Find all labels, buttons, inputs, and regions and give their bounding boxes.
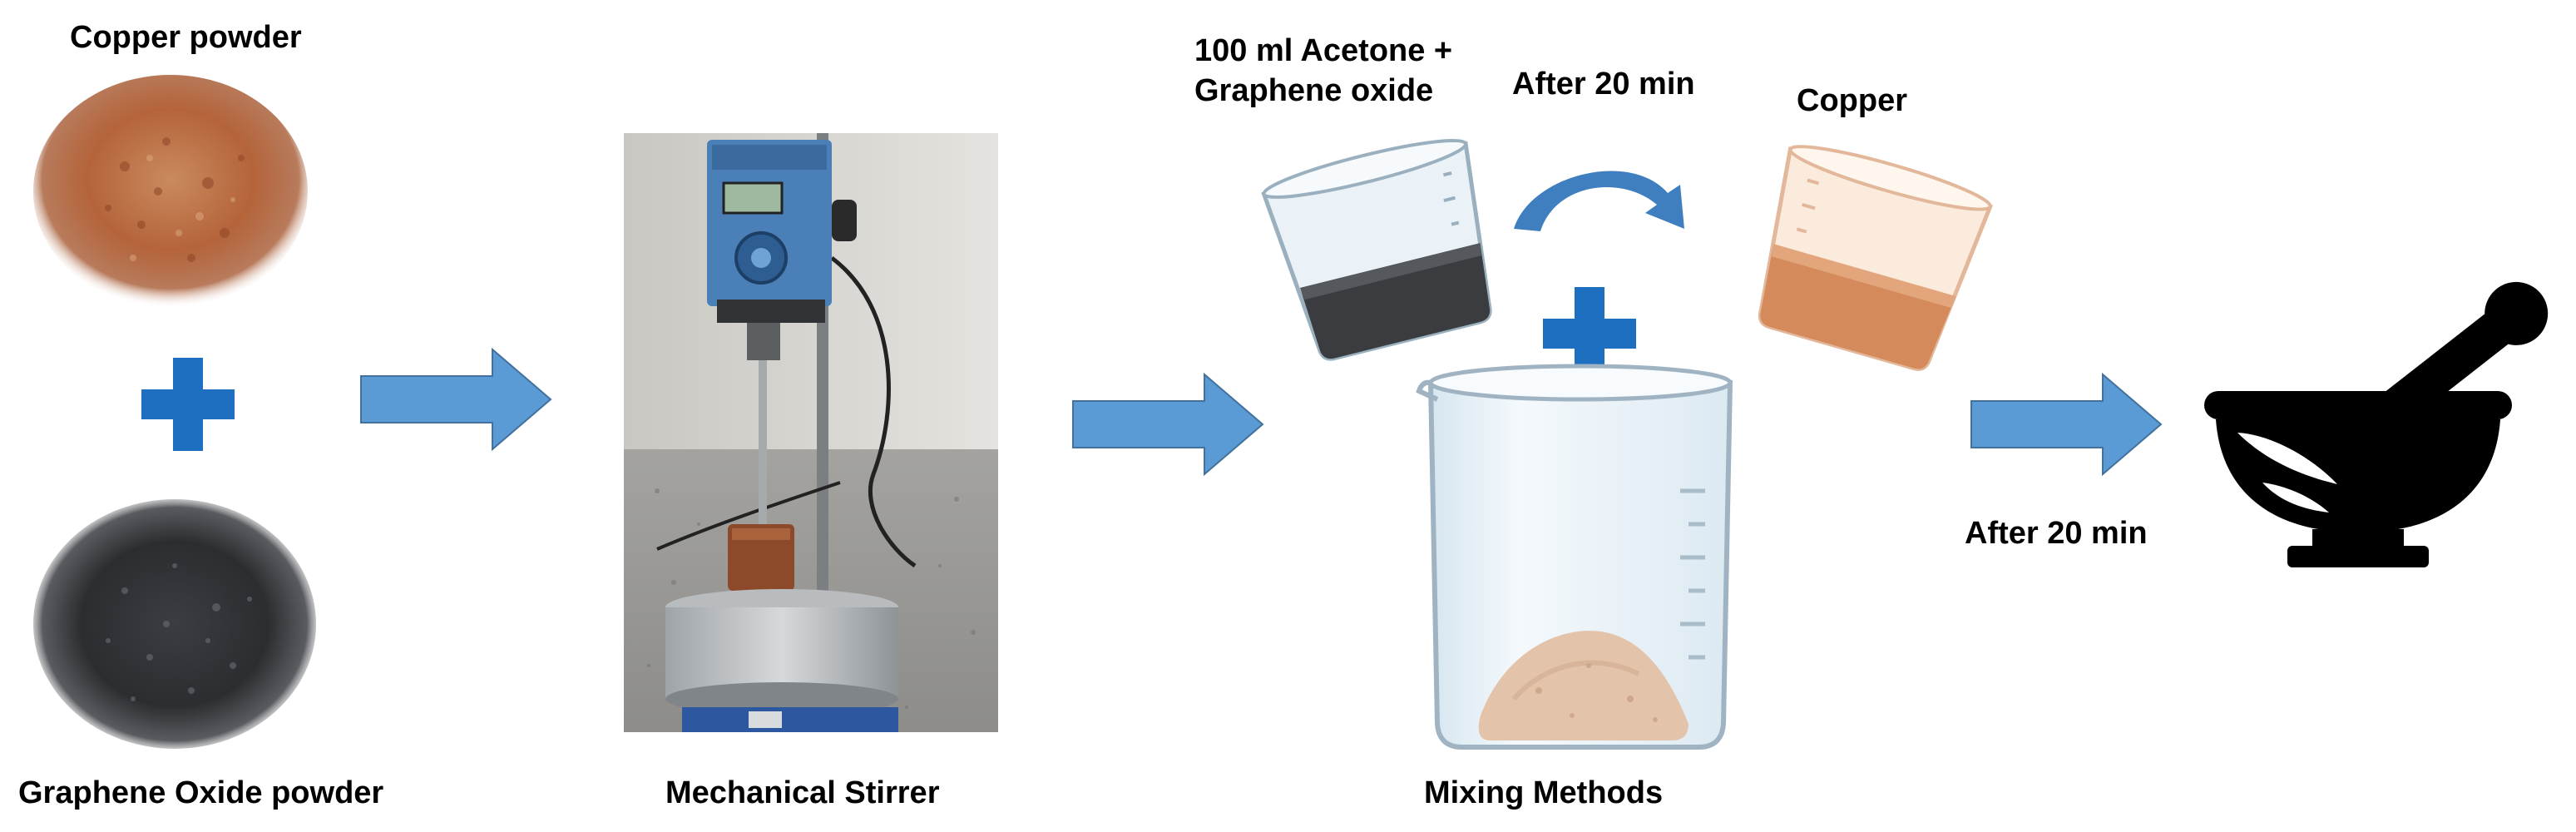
stirrer-photo [624,133,998,732]
mortar-pestle-icon [2188,266,2570,582]
copper-label: Copper [1797,83,1907,118]
graphene-oxide-powder-image [33,499,316,749]
arrow-right-icon-2 [1071,373,1264,476]
curved-arrow-icon [1506,141,1713,241]
plus-icon-powders [141,358,235,451]
acetone-label-line1: 100 ml Acetone + [1194,33,1453,68]
beaker-icon-copper [1730,133,2005,383]
arrow-right-icon-3 [1970,373,2163,476]
copper-powder-image [33,67,308,308]
acetone-label: 100 ml Acetone + Graphene oxide [1194,32,1452,111]
graphene-oxide-powder-label: Graphene Oxide powder [18,775,384,810]
mechanical-stirrer-label: Mechanical Stirrer [665,775,940,810]
beaker-icon-mixing [1414,333,1747,757]
acetone-label-line2: Graphene oxide [1194,72,1434,108]
beaker-icon-graphene-oxide [1248,125,1522,374]
after-20-min-bottom-label: After 20 min [1965,516,2148,551]
after-20-min-top-label: After 20 min [1512,67,1695,102]
copper-powder-label: Copper powder [70,20,302,55]
arrow-right-icon-1 [359,348,552,451]
mixing-methods-label: Mixing Methods [1424,775,1664,810]
